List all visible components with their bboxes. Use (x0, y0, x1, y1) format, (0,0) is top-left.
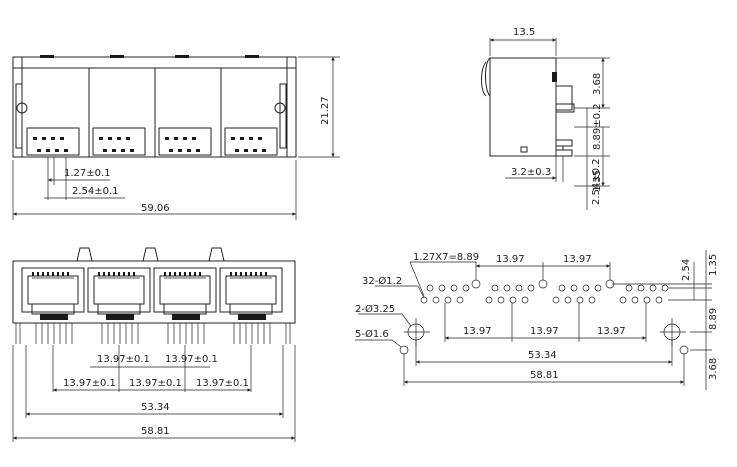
pcb-right-3-label: 8.89 (708, 308, 719, 330)
led-window-4 (224, 127, 278, 156)
side-lead-spacing-label: 2.54±0.2 (591, 158, 602, 205)
led-window-1 (26, 127, 80, 156)
front-height-label: 21.27 (320, 96, 331, 125)
bottom-inner-pitch-1-label: 13.97±0.1 (97, 354, 150, 365)
pcb-upper-pitch-1-label: 13.97 (496, 254, 525, 265)
lower-pin-row (420, 296, 663, 304)
pcb-span-outer-label: 58.81 (530, 370, 559, 381)
side-depth-label: 13.5 (513, 27, 535, 38)
pcb-right-2-label: 2.54 (681, 259, 692, 281)
pcb-pin-pitch-label: 1.27X7=8.89 (413, 252, 479, 263)
side-body-outline (489, 57, 557, 157)
medium-hole (471, 279, 481, 289)
bottom-inner-pitch-2-label: 13.97±0.1 (165, 354, 218, 365)
pcb-lower-pitch-2-label: 13.97 (530, 326, 559, 337)
upper-pin-row (426, 284, 669, 292)
pcb-lower-pitch-1-label: 13.97 (463, 326, 492, 337)
front-pitch-small-label: 1.27±0.1 (64, 168, 111, 179)
pcb-right-1-label: 1.35 (708, 254, 719, 276)
side-offset-bottom-label: 1.35 (592, 170, 603, 192)
medium-hole (679, 345, 689, 355)
led-window-2 (92, 127, 146, 156)
bottom-outer-pitch-3-label: 13.97±0.1 (196, 378, 249, 389)
side-offset-top-label: 3.68 (592, 73, 603, 95)
side-view: 13.5 3.68 8.89±0.2 1.35 2.54±0.2 3.2±0.3 (481, 27, 610, 210)
side-offset-mid-label: 8.89±0.2 (592, 103, 603, 150)
side-post-offset-label: 3.2±0.3 (511, 167, 551, 178)
pcb-hole-medium-label: 5-Ø1.6 (355, 328, 389, 340)
bottom-outer-pitch-2-label: 13.97±0.1 (129, 378, 182, 389)
front-view: 1.27±0.1 2.54±0.1 59.06 21.27 (12, 55, 340, 220)
jack-1 (21, 267, 85, 320)
medium-hole (538, 279, 548, 289)
medium-hole (399, 345, 409, 355)
pcb-lower-pitch-3-label: 13.97 (597, 326, 626, 337)
led-window-3 (158, 127, 212, 156)
bottom-total-width-label: 58.81 (141, 426, 170, 437)
front-width-label: 59.06 (141, 203, 170, 214)
front-pitch-large-label: 2.54±0.1 (72, 186, 119, 197)
pcb-hole-small-label: 32-Ø1.2 (362, 275, 402, 287)
pcb-right-4-label: 3.68 (708, 358, 719, 380)
bottom-view: 13.97±0.1 13.97±0.1 13.97±0.1 13.97±0.1 … (12, 247, 296, 442)
pcb-layout: 13.97 13.97 1.27X7=8.89 13.97 13.97 13.9… (355, 250, 719, 390)
bottom-post-span-label: 53.34 (141, 402, 170, 413)
pcb-hole-large-label: 2-Ø3.25 (355, 303, 395, 315)
bottom-body-outline (12, 260, 296, 324)
pcb-upper-pitch-2-label: 13.97 (563, 254, 592, 265)
bottom-outer-pitch-1-label: 13.97±0.1 (63, 378, 116, 389)
pcb-span-inner-label: 53.34 (528, 350, 557, 361)
